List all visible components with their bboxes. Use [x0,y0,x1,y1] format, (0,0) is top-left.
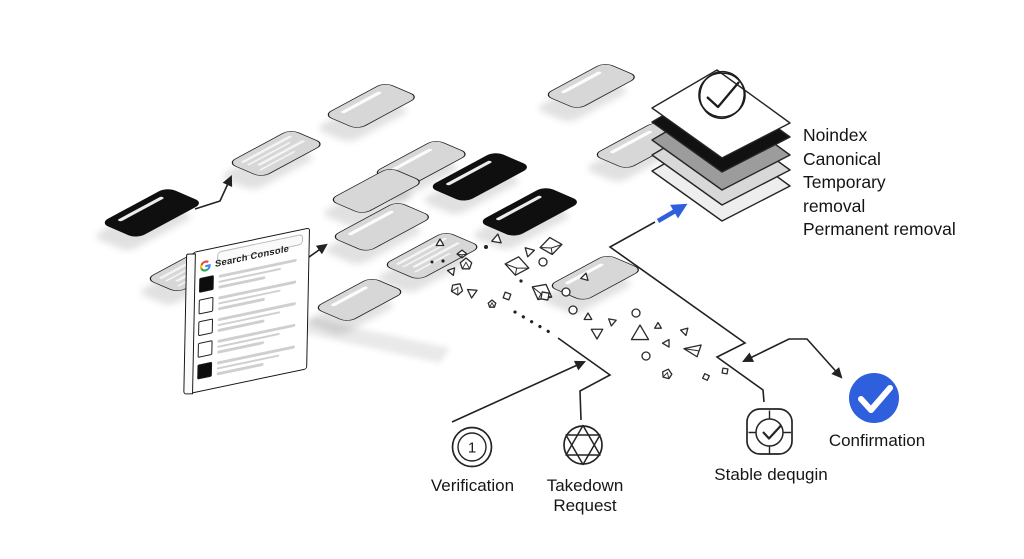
debris-circ [561,287,571,297]
debris-scatter [430,233,729,381]
debris-env [456,249,468,259]
debris-tri [583,312,593,321]
debris-sq [502,291,512,301]
debris-circ [568,305,578,315]
submit-blue-arrow [656,203,688,223]
debris-env [504,256,530,276]
debris-tri [524,247,536,258]
debris-sq [702,373,710,381]
debris-sq [540,291,550,301]
verification-step-number: 1 [468,440,476,457]
debris-dot [441,259,445,263]
debris-tri [661,338,670,348]
debris-circ [538,257,548,267]
debris-crum [487,299,497,308]
takedown-request-icon [563,424,603,466]
flow-connectors [194,175,843,423]
confirmation-check-icon [849,373,899,423]
debris-dot [519,279,523,283]
debris-tri [630,324,650,341]
checkbox-outline [198,318,214,337]
debris-tri [679,327,689,337]
debris-fold [683,344,702,358]
debris-tri [654,321,662,329]
debris-dot [430,260,434,264]
verification-step-icon: 1 [451,426,493,468]
debris-crum [662,368,673,380]
dotted-trail [513,310,553,335]
debris-tri [435,238,445,247]
debris-tri [580,272,589,282]
removal-path [608,221,765,403]
split-arrows [742,338,843,379]
takedown-path [557,337,612,421]
stack-option-label: Noindex [803,125,868,145]
removal-options-stack [651,69,791,222]
checkbox-outline [197,340,213,358]
checkbox-outline [198,296,214,315]
verification-label: Verification [430,476,515,495]
google-logo [199,260,211,272]
checkbox-filled [198,275,214,293]
debris-circ [641,351,651,361]
card-to-card-arrow [194,175,233,210]
stack-option-label: Temporary removal [803,172,886,216]
debris-tri [491,233,502,244]
confirmation-label: Confirmation [828,431,926,450]
debris-crum [450,283,464,296]
debris-tri [466,288,478,299]
debris-tri [446,267,456,276]
takedown-request-label: Takedown Request [546,476,624,516]
search-console-panel: Search Console [182,227,310,395]
stable-dedup-label: Stable dequgin [714,465,828,484]
approved-check-icon [698,70,746,120]
stable-dedup-icon [746,408,793,455]
debris-sq [721,367,729,375]
debris-tri [608,318,617,327]
debris-crum [459,257,473,270]
verification-arrow [451,360,586,423]
stack-option-label: Permanent removal [803,219,956,239]
debris-tri [590,328,604,340]
stack-option-label: Canonical [803,148,881,169]
debris-env [539,236,563,256]
debris-dot [484,245,488,249]
debris-circ [631,308,641,318]
checkbox-filled [197,361,213,380]
